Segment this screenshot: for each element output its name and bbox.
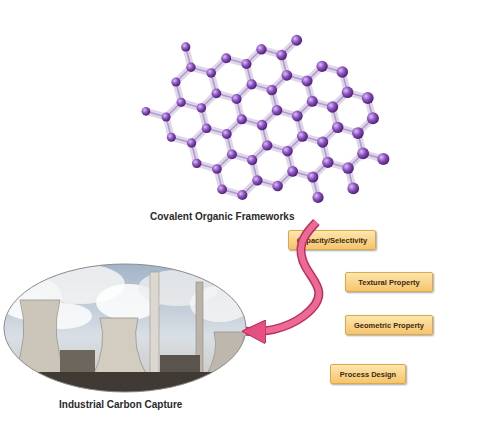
framework-atom xyxy=(247,155,257,165)
framework-atom xyxy=(222,129,232,139)
framework-atom xyxy=(257,120,267,130)
arrow-ribbon-edge xyxy=(246,222,319,331)
framework-atom xyxy=(237,190,247,200)
framework-atom xyxy=(352,127,364,139)
illustration-node: Industrial Carbon Capture xyxy=(3,262,248,410)
framework-atom xyxy=(171,77,180,86)
property-box: Process Design xyxy=(330,364,406,384)
framework-atom xyxy=(332,122,343,133)
framework-atom xyxy=(316,61,327,72)
framework-atom xyxy=(167,133,176,142)
property-box: Textural Property xyxy=(345,272,433,292)
framework-atom xyxy=(202,124,212,134)
framework-atom xyxy=(367,112,379,124)
node-caption: Covalent Organic Frameworks xyxy=(150,211,295,222)
box-label: Capacity/Selectivity xyxy=(297,236,367,245)
box-label: Textural Property xyxy=(358,278,420,287)
framework-atom xyxy=(297,131,308,142)
framework-atom xyxy=(212,88,222,98)
framework-atom xyxy=(276,50,287,61)
framework-atom xyxy=(317,136,328,147)
cof-network xyxy=(142,35,390,203)
framework-atom xyxy=(272,181,283,192)
framework-atom xyxy=(252,175,262,185)
framework-atom xyxy=(377,153,389,165)
framework-atom xyxy=(312,192,323,203)
framework-atom xyxy=(177,98,186,107)
illustration-node: Covalent Organic Frameworks xyxy=(140,38,392,222)
framework-atom xyxy=(247,79,257,89)
box-label: Process Design xyxy=(340,370,396,379)
ellipse-outline xyxy=(3,262,248,410)
framework-atom xyxy=(357,147,369,159)
framework-atom xyxy=(272,105,283,116)
framework-atom xyxy=(307,171,318,182)
framework-atom xyxy=(302,75,313,86)
framework-atom xyxy=(162,112,171,121)
framework-atom xyxy=(327,101,338,112)
node-caption: Industrial Carbon Capture xyxy=(59,399,182,410)
framework-atom xyxy=(287,166,298,177)
framework-atom xyxy=(347,183,359,195)
cooling-tower xyxy=(14,300,66,374)
framework-atom xyxy=(256,44,266,54)
framework-atom xyxy=(282,146,293,157)
framework-atom xyxy=(337,66,349,78)
framework-atom xyxy=(206,68,216,78)
ground xyxy=(0,372,260,402)
framework-atom xyxy=(291,35,302,46)
framework-atom xyxy=(362,92,374,104)
framework-atom xyxy=(212,164,222,174)
cooling-tower xyxy=(205,332,254,378)
framework-atom xyxy=(307,96,318,107)
framework-atom xyxy=(232,94,242,104)
framework-atom xyxy=(267,85,277,95)
framework-atom xyxy=(292,111,303,122)
framework-atom xyxy=(342,87,354,99)
property-box: Geometric Property xyxy=(345,315,433,335)
framework-atom xyxy=(197,103,206,112)
framework-atom xyxy=(281,70,292,81)
ellipse-border xyxy=(4,264,246,392)
framework-atom xyxy=(227,149,237,159)
framework-atom xyxy=(262,140,272,150)
framework-atom xyxy=(187,138,196,147)
framework-atom xyxy=(186,63,195,72)
framework-atom xyxy=(221,53,231,63)
property-box: Capacity/Selectivity xyxy=(288,230,376,250)
framework-atom xyxy=(241,59,251,69)
power-plant-photo xyxy=(0,260,260,402)
framework-atom xyxy=(322,157,333,168)
cooling-tower xyxy=(92,318,148,378)
framework-atom xyxy=(142,107,151,116)
framework-atom xyxy=(181,42,190,51)
framework-atom xyxy=(217,184,227,194)
framework-atom xyxy=(342,162,354,174)
framework-atom xyxy=(237,114,247,124)
framework-atom xyxy=(192,159,201,168)
chimney xyxy=(150,272,159,378)
box-label: Geometric Property xyxy=(354,321,424,330)
flow-arrow xyxy=(246,222,319,331)
